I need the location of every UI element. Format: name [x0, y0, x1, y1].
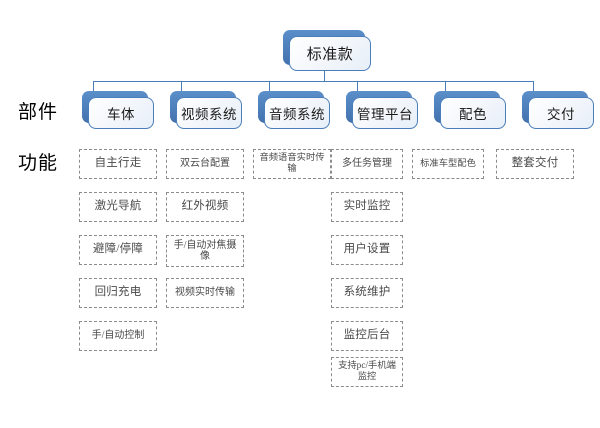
connector-drop-2	[181, 81, 183, 92]
function-box[interactable]: 支持pc/手机端监控	[331, 357, 403, 387]
function-box[interactable]: 手/自动对焦摄像	[166, 235, 244, 267]
node-component-che-ti[interactable]: 车体	[82, 91, 154, 129]
node-root-label: 标准款	[306, 47, 354, 63]
node-face: 音频系统	[264, 97, 330, 129]
node-label: 配色	[459, 107, 487, 122]
function-box[interactable]: 多任务管理	[331, 149, 403, 179]
node-root-face: 标准款	[289, 36, 371, 71]
function-label: 实时监控	[343, 200, 391, 213]
function-label: 系统维护	[343, 286, 391, 299]
function-label: 多任务管理	[342, 158, 392, 170]
function-label: 自主行走	[94, 157, 142, 170]
function-box[interactable]: 监控后台	[331, 321, 403, 351]
row-label-components: 部件	[18, 102, 59, 123]
function-label: 支持pc/手机端监控	[338, 361, 396, 382]
function-label: 回归充电	[94, 286, 142, 299]
node-label: 车体	[107, 107, 135, 122]
node-component-delivery[interactable]: 交付	[522, 91, 594, 129]
node-label: 音频系统	[269, 107, 325, 122]
connector-drop-5	[445, 81, 447, 92]
node-label: 交付	[547, 107, 575, 122]
function-box[interactable]: 双云台配置	[166, 149, 244, 179]
function-box[interactable]: 标准车型配色	[412, 149, 484, 179]
row-label-functions: 功能	[18, 153, 59, 174]
function-box[interactable]: 视频实时传输	[166, 278, 244, 308]
function-box[interactable]: 避障/停障	[79, 235, 157, 265]
function-label: 双云台配置	[180, 158, 230, 170]
node-face: 视频系统	[176, 97, 242, 129]
function-label: 视频实时传输	[175, 287, 235, 299]
connector-drop-4	[357, 81, 359, 92]
function-label: 整套交付	[511, 157, 559, 170]
function-label: 监控后台	[343, 329, 391, 342]
connector-root-stem	[324, 71, 326, 82]
node-component-audio-system[interactable]: 音频系统	[258, 91, 330, 129]
function-box[interactable]: 音频语音实时传输	[253, 149, 331, 179]
function-box[interactable]: 激光导航	[79, 192, 157, 222]
node-root[interactable]: 标准款	[283, 30, 371, 71]
function-label: 标准车型配色	[420, 158, 476, 169]
node-face: 管理平台	[352, 97, 418, 129]
node-label: 视频系统	[181, 107, 237, 122]
node-component-video-system[interactable]: 视频系统	[170, 91, 242, 129]
connector-drop-1	[93, 81, 95, 92]
node-label: 管理平台	[357, 107, 413, 122]
connector-bus	[93, 81, 534, 83]
node-face: 车体	[88, 97, 154, 129]
node-face: 交付	[528, 97, 594, 129]
function-label: 红外视频	[181, 200, 229, 213]
function-box[interactable]: 系统维护	[331, 278, 403, 308]
function-label: 手/自动控制	[91, 330, 145, 342]
node-component-color-scheme[interactable]: 配色	[434, 91, 506, 129]
connector-drop-3	[269, 81, 271, 92]
function-label: 手/自动对焦摄像	[173, 239, 237, 263]
function-box[interactable]: 自主行走	[79, 149, 157, 179]
function-box[interactable]: 回归充电	[79, 278, 157, 308]
node-component-management-platform[interactable]: 管理平台	[346, 91, 418, 129]
function-box[interactable]: 整套交付	[496, 149, 574, 179]
function-label: 避障/停障	[92, 243, 144, 256]
function-box[interactable]: 红外视频	[166, 192, 244, 222]
connector-drop-6	[533, 81, 535, 92]
node-face: 配色	[440, 97, 506, 129]
function-label: 音频语音实时传输	[259, 153, 325, 174]
function-box[interactable]: 实时监控	[331, 192, 403, 222]
function-box[interactable]: 用户设置	[331, 235, 403, 265]
function-label: 用户设置	[343, 243, 391, 256]
function-label: 激光导航	[94, 200, 142, 213]
function-box[interactable]: 手/自动控制	[79, 321, 157, 351]
